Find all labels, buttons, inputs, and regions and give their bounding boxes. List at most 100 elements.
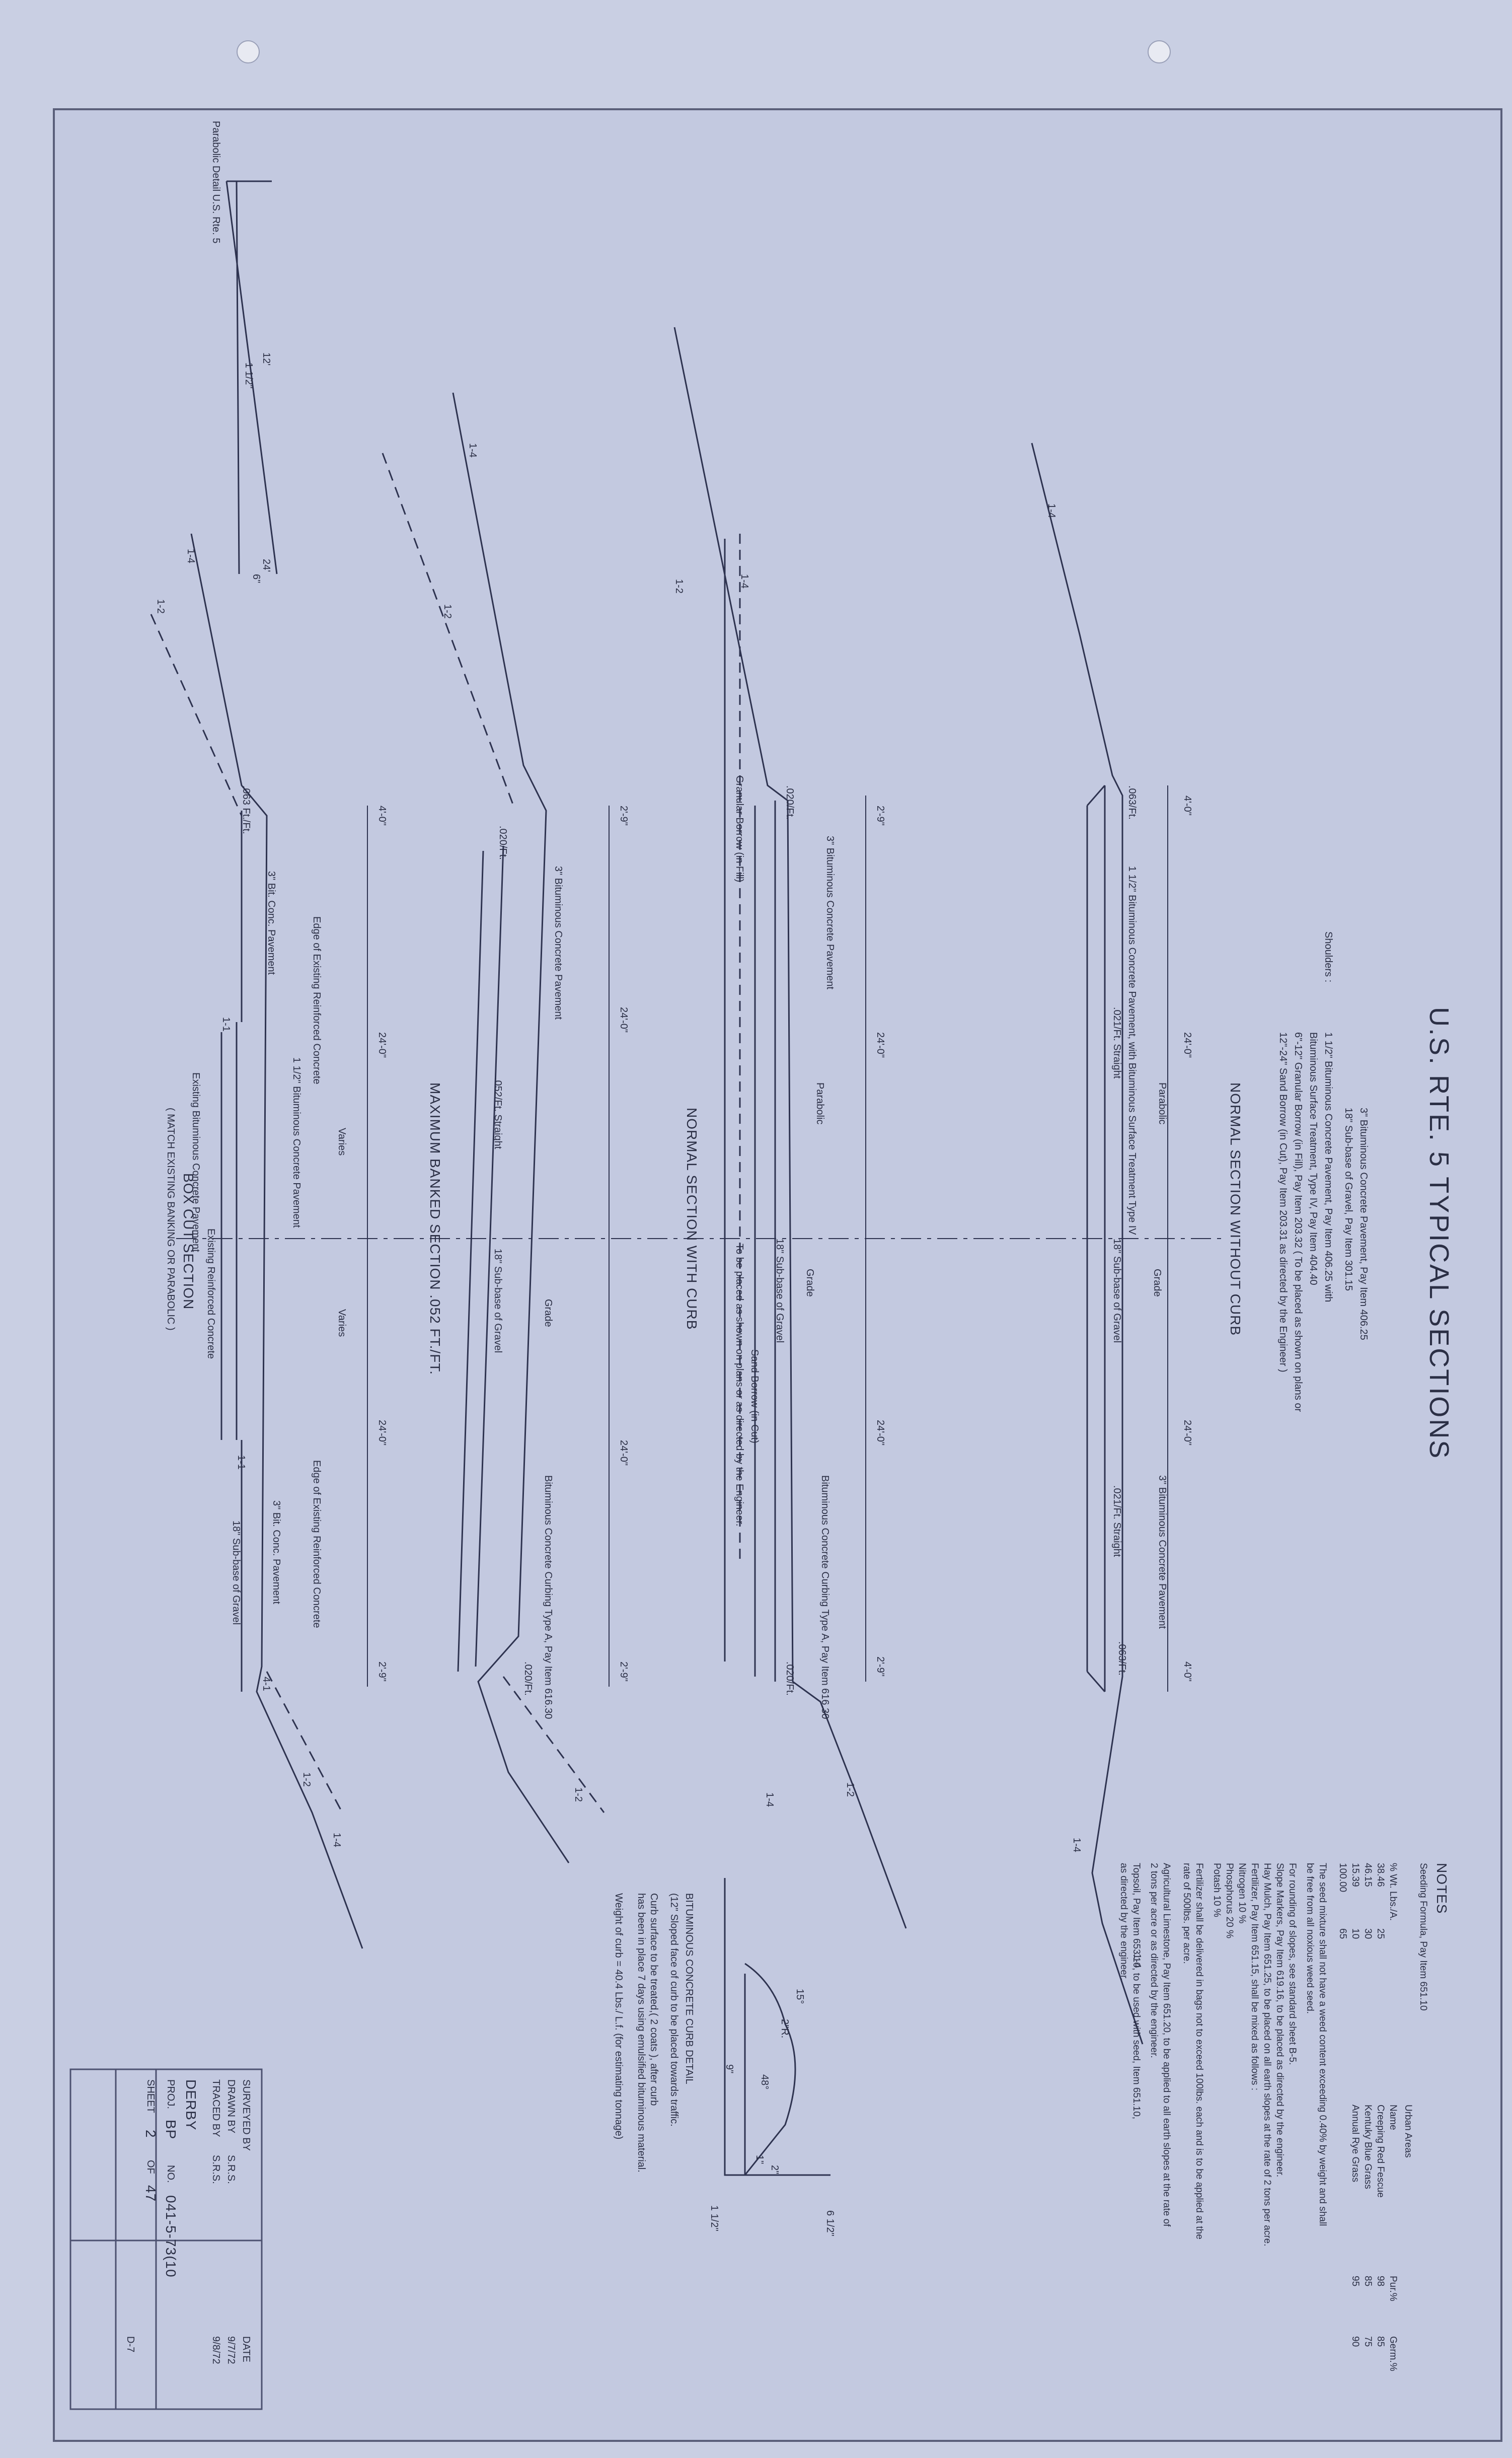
callout: 3" Bituminous Concrete Pavement [1157,1475,1168,1629]
callout: Edge of Existing Reinforced Concrete [311,1460,322,1628]
note-line: Name [1388,2105,1398,2130]
spec-line: 6"-12" Granular Borrow (in Fill), Pay It… [1293,1032,1304,1412]
callout: 3" Bit. Conc. Pavement [271,1500,282,1605]
curb-dim: 1" [754,2155,765,2164]
dim-label: 12' [261,352,272,366]
note-line: Phosphorus 20 % [1224,1863,1235,1938]
dim-label: Varies [336,1309,347,1337]
callout: Bituminous Concrete Curbing Type A, Pay … [819,1475,830,1719]
slope-label: .021/Ft. Straight [1111,1007,1122,1079]
note-line: Seeding Formula, Pay Item 651.10 [1418,1863,1428,2011]
dim-label: 24'-0" [618,1007,629,1033]
seed-lbs: 10 [1350,1928,1360,1939]
slope-label: .063/Ft. [1116,1641,1127,1676]
callout: 18" Sub-base of Gravel [774,1239,785,1343]
section2-outline [673,327,907,1929]
seed-lbs: 30 [1363,1928,1373,1939]
notes-heading: NOTES [1434,1863,1450,1914]
slope-label: 1-4 [331,1833,342,1847]
spec-line: 3" Bituminous Concrete Pavement, Pay Ite… [1358,1108,1369,1340]
tb-code: D-7 [125,2336,136,2353]
slope-label: 1-4 [467,443,478,458]
note-line: % Wt. Lbs./A. [1388,1863,1398,1921]
dim-label: 2'-9" [875,1656,886,1677]
callout: Edge of Existing Reinforced Concrete [311,916,322,1085]
slope-label: .020/Ft. [497,826,508,860]
seed-lbs: 25 [1375,1928,1386,1939]
curb-dim: 15° [794,1989,805,2004]
slope-label: 1-2 [845,1782,856,1797]
spec-line: Bituminous Surface Treatment, Type IV, P… [1308,1032,1319,1285]
callout: Grade [1152,1269,1163,1297]
callout: To be placed as shown on plans or as dir… [734,1244,745,1527]
note-line: The seed mixture shall not have a weed c… [1317,1863,1328,2226]
dim-label: 1 1/2" [243,363,254,389]
section-subtitle: ( MATCH EXISTING BANKING OR PARABOLIC ) [165,1108,176,1331]
tb-label: TRACED BY [210,2079,221,2137]
slope-label: 1-1 [220,1017,232,1032]
curb-dim: 1 1/2" [709,2205,720,2231]
tb-label: SURVEYED BY [241,2079,252,2151]
parabola-line [225,181,278,574]
dim-label: 24'-0" [1182,1032,1193,1058]
slope-label: .020/Ft. [784,785,795,820]
seed-germ: 85 [1375,2336,1386,2347]
slope-label: 1-4 [1071,1838,1082,1852]
seed-wt: 38.46 [1375,1863,1386,1887]
slope-label: 1-2 [673,579,685,594]
note-line: be free from all noxious weed seed. [1305,1863,1315,2014]
seed-wt: 15.39 [1350,1863,1360,1887]
callout: 18" Sub-base of Gravel [492,1249,503,1353]
dim-label: 2'-9" [618,1661,629,1682]
dim-label: 24'-0" [376,1420,388,1445]
tb-label: NO. [165,2165,176,2183]
slope-label: 1-4 [764,1792,775,1807]
slope-label: 1-2 [155,599,166,614]
slope-label: .020/Ft. [784,1661,795,1696]
note-line: For rounding of slopes, see standard she… [1287,1863,1298,2065]
slope-label: 4-1 [261,1677,272,1691]
detail-title: Parabolic Detail U.S. Rte. 5 [210,121,221,244]
dim-label: 2'-9" [376,1661,388,1682]
dim-label: 6" [251,574,262,584]
curb-dim: 6 1/2" [824,2210,836,2236]
callout: Parabolic [1157,1082,1168,1125]
shoulders-label: Shoulders : [1323,931,1334,983]
slope-label: .020/Ft. [522,1661,534,1696]
slope-label: 1-2 [442,604,453,619]
note-line: Agricultural Limestone, Pay Item 651.20,… [1161,1863,1172,2227]
seed-name: Annual Rye Grass [1350,2105,1360,2183]
dim-label: 24' [261,559,272,572]
section3-outline [452,392,570,1863]
section4-outline [190,533,363,1949]
tb-value: 9/7/72 [225,2336,237,2364]
note-line: Fertilizer shall be delivered in bags no… [1194,1863,1204,2239]
dim-label: 24'-0" [376,1032,388,1058]
curb-detail-outline [724,1878,746,2176]
seed-wt: 46.15 [1363,1863,1373,1887]
note-line: Pur.% [1388,2276,1398,2301]
seed-name: Kentuky Blue Grass [1363,2105,1373,2189]
seed-germ: 90 [1350,2336,1360,2347]
slope-label: 1-4 [1046,503,1057,518]
note-line: Urban Areas [1403,2105,1413,2158]
curb-note: has been in place 7 days using emulsifie… [636,1893,647,2173]
note-line: Fertilizer, Pay Item 651.15, shall be mi… [1249,1863,1260,2090]
spec-line: 18" Sub-base of Gravel, Pay Item 301.15 [1343,1108,1354,1291]
seed-pur: 85 [1363,2276,1373,2287]
punch-hole [1148,40,1171,63]
note-line: as directed by the engineer. [1118,1863,1129,1981]
tb-label: SHEET [145,2079,156,2113]
curb-note: Weight of curb = 40.4 Lbs./ L.f. (for es… [613,1893,624,2140]
tb-label: OF [145,2160,156,2174]
callout: 18" Sub-base of Gravel [1111,1239,1122,1343]
callout: Existing Reinforced Concrete [205,1228,216,1359]
section-title: NORMAL SECTION WITH CURB [684,1108,700,1330]
note-line: Hay Mulch, Pay Item 651.25, to be placed… [1262,1863,1272,2247]
tb-label: DATE [241,2336,252,2362]
dim-label: 4'-0" [1182,796,1193,816]
title-block-frame [69,2068,263,2410]
curb-detail-title: BITUMINOUS CONCRETE CURB DETAIL [684,1893,695,2084]
dim-label: 2'-9" [875,806,886,826]
slope-label: 1-4 [185,549,196,563]
